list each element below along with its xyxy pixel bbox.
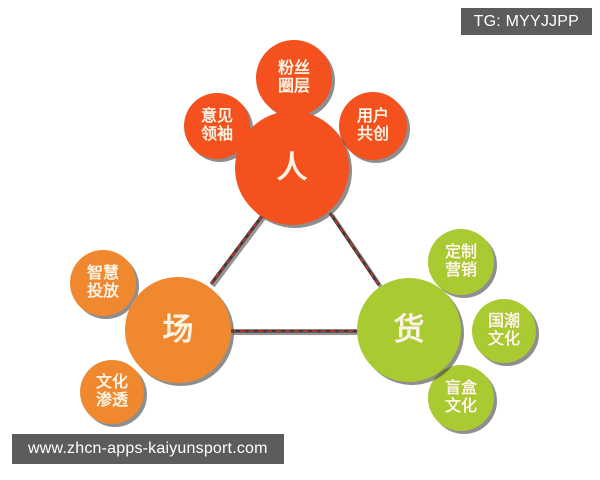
connector-people-place: [209, 215, 266, 288]
satellite-bubble-people-2[interactable]: 用户共创: [339, 92, 407, 160]
bubble-label: 国潮文化: [487, 313, 520, 348]
hub-bubble-people[interactable]: 人: [235, 111, 349, 225]
bubble-label: 盲盒文化: [444, 380, 477, 415]
bubble-label: 货: [393, 311, 425, 347]
satellite-bubble-goods-0[interactable]: 定制营销: [428, 229, 494, 295]
connector-place-goods: [231, 329, 359, 335]
hub-bubble-place[interactable]: 场: [125, 277, 231, 383]
bubble-label: 人: [276, 149, 308, 185]
tg-badge: TG: MYYJJPP: [460, 8, 592, 35]
bubble-label: 意见领袖: [200, 108, 233, 143]
bubble-label: 智慧投放: [86, 265, 119, 300]
bubble-label: 定制营销: [444, 244, 477, 279]
bubble-label: 粉丝圈层: [277, 60, 310, 95]
satellite-bubble-goods-2[interactable]: 盲盒文化: [428, 365, 494, 431]
site-watermark: www.zhcn-apps-kaiyunsport.com: [12, 434, 284, 464]
satellite-bubble-place-1[interactable]: 文化渗透: [80, 360, 144, 424]
bubble-label: 场: [162, 311, 194, 347]
bubble-label: 用户共创: [356, 108, 389, 143]
satellite-bubble-people-0[interactable]: 粉丝圈层: [256, 40, 332, 116]
hub-bubble-goods[interactable]: 货: [357, 278, 461, 382]
satellite-bubble-goods-1[interactable]: 国潮文化: [472, 299, 536, 363]
connector-people-goods: [328, 212, 383, 289]
bubble-label: 文化渗透: [95, 374, 128, 409]
satellite-bubble-place-0[interactable]: 智慧投放: [70, 250, 136, 316]
